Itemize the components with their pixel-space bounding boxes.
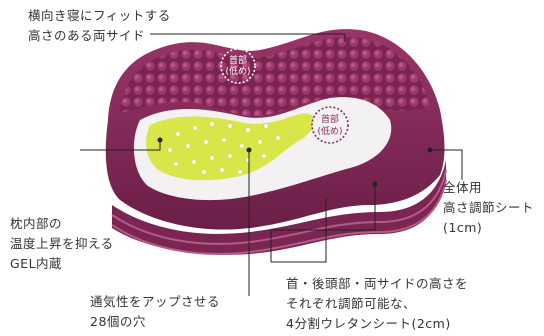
svg-text:首部: 首部 <box>321 113 339 125</box>
svg-text:(低め): (低め) <box>225 65 250 77</box>
air-holes-label: 通気性をアップさせる 28個の穴 <box>90 292 220 332</box>
svg-text:首部: 首部 <box>229 54 247 66</box>
neck-low-bubble-mid: 首部 (低め) <box>312 107 348 143</box>
side-height-label: 横向き寝にフィットする 高さのある両サイド <box>28 6 171 46</box>
gel-label: 枕内部の 温度上昇を抑える GEL内蔵 <box>10 214 114 274</box>
svg-text:(低め): (低め) <box>317 125 342 137</box>
full-height-sheet-label: 全体用 高さ調節シート (1cm) <box>443 178 534 238</box>
urethane-sheet-label: 首・後頭部・両サイドの高さを それぞれ調節可能な、 4分割ウレタンシート(2cm… <box>286 274 468 334</box>
